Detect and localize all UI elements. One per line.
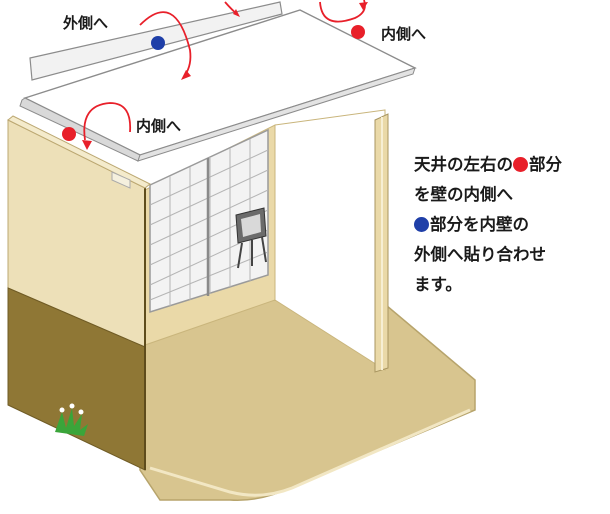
grass-decoration — [55, 403, 88, 436]
blue-dot-icon — [414, 217, 429, 232]
arrow-inside-left-icon — [83, 102, 132, 141]
instruction-line-1: 天井の左右の部分 — [414, 150, 610, 180]
instruction-line-1-pre: 天井の左右の — [414, 155, 513, 174]
label-inside-left: 内側へ — [136, 117, 181, 135]
red-dot-icon — [513, 157, 528, 172]
red-marker-dot-left — [62, 127, 76, 141]
instruction-line-5: ます。 — [414, 275, 462, 294]
wall-lamp — [111, 171, 131, 189]
instruction-line-4: 外側へ貼り合わせ — [414, 245, 546, 264]
blue-marker-dot — [151, 36, 165, 50]
instruction-line-3-post: 部分を内壁の — [430, 215, 529, 234]
instruction-line-2: を壁の内側へ — [414, 185, 513, 204]
label-inside-top: 内側へ — [381, 25, 426, 43]
instruction-line-1-post: 部分 — [529, 155, 562, 174]
television — [235, 207, 267, 269]
floor-front-edge — [149, 408, 471, 497]
red-marker-dot-right — [351, 25, 365, 39]
right-wall — [274, 109, 386, 371]
floor — [139, 299, 476, 501]
instruction-line-3: 部分を内壁の — [414, 210, 610, 240]
label-outside: 外側へ — [62, 14, 108, 32]
arrow-outside-icon — [139, 11, 192, 76]
arrow-inside-right-icon — [319, 0, 366, 23]
instruction-text: 天井の左右の部分 を壁の内側へ 部分を内壁の 外側へ貼り合わせ ます。 — [414, 150, 610, 300]
left-wall-top-edge — [7, 115, 151, 189]
